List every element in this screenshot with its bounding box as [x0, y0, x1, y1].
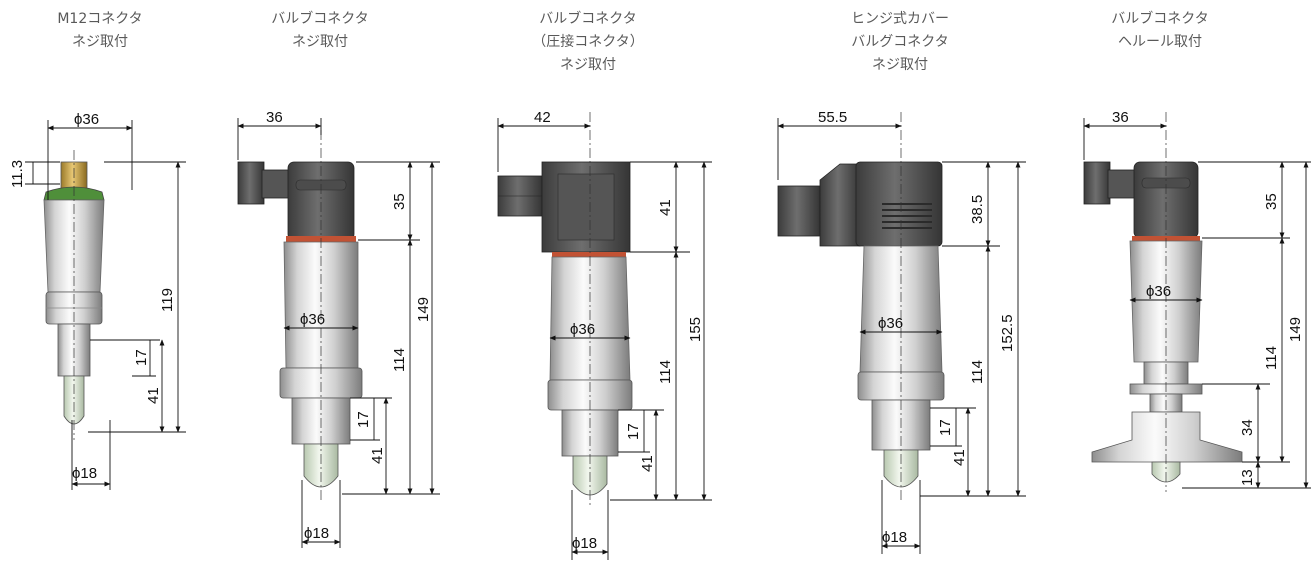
dim-body: 114 — [969, 360, 986, 384]
hinge-body — [819, 163, 861, 247]
dim-head: 41 — [657, 199, 674, 216]
sensor-ferrule — [1083, 112, 1243, 492]
caption-line: バルブコネクタ — [539, 11, 637, 27]
caption-line: バルブコネクタ — [271, 11, 369, 27]
caption-line: ネジ取付 — [72, 34, 128, 50]
dim-head: 38.5 — [969, 195, 986, 224]
dim-thread: 17 — [625, 423, 642, 440]
dim-flange: 34 — [1239, 419, 1256, 436]
caption-line: （圧接コネクタ） — [532, 34, 644, 50]
dim-total: 149 — [415, 297, 432, 322]
caption-line: バルグコネクタ — [851, 34, 949, 50]
cable-gland — [1083, 161, 1111, 205]
ferrule-flange — [1091, 411, 1243, 463]
caption-line: ヘルール取付 — [1118, 34, 1202, 50]
caption-ferrule: バルブコネクタ ヘルール取付 — [1080, 8, 1240, 54]
dim-tip: 13 — [1239, 469, 1256, 486]
dim-mid-dia: ϕ36 — [878, 315, 903, 332]
dim-width: 36 — [1112, 109, 1129, 126]
caption-line: ネジ取付 — [292, 34, 348, 50]
probe-tip — [63, 375, 85, 425]
dim-head: 35 — [1263, 193, 1280, 210]
caption-line: M12コネクタ — [57, 11, 143, 27]
dim-top-dia: ϕ36 — [74, 111, 99, 128]
caption-valve1: バルブコネクタ ネジ取付 — [240, 8, 400, 54]
dims-valve1 — [237, 118, 440, 548]
cable-gland — [237, 161, 265, 205]
dim-tip-dia: ϕ18 — [72, 465, 97, 482]
caption-line: ヒンジ式カバー — [851, 11, 949, 27]
dim-total: 155 — [687, 317, 704, 342]
dim-body: 114 — [657, 360, 674, 384]
dim-mid-dia: ϕ36 — [300, 311, 325, 328]
sensor-m12 — [43, 150, 105, 440]
dim-tip-dia: ϕ18 — [572, 535, 597, 552]
caption-line: バルブコネクタ — [1111, 11, 1209, 27]
dim-probe: 41 — [145, 387, 162, 404]
caption-line: ネジ取付 — [872, 57, 928, 73]
dim-probe: 41 — [951, 449, 968, 466]
dims-ferrule — [1083, 118, 1311, 489]
dim-total: 149 — [1287, 317, 1304, 342]
dim-body: 114 — [391, 348, 408, 372]
sensor-valve2 — [497, 112, 633, 505]
dim-probe: 41 — [639, 455, 656, 472]
vent-slots — [882, 203, 932, 229]
sensor-valve1 — [237, 130, 363, 500]
dim-width: 55.5 — [818, 109, 847, 126]
caption-line: ネジ取付 — [560, 57, 616, 73]
dim-connector-h: 11.3 — [9, 160, 26, 188]
dim-probe: 41 — [369, 447, 386, 464]
dim-total: 119 — [159, 288, 176, 312]
dim-mid-dia: ϕ36 — [1146, 283, 1171, 300]
dim-thread: 17 — [355, 411, 372, 428]
caption-m12: M12コネクタ ネジ取付 — [20, 8, 180, 54]
dim-total: 152.5 — [999, 314, 1016, 352]
dim-body: 114 — [1263, 346, 1280, 370]
probe-tip — [303, 443, 339, 488]
dim-thread: 17 — [937, 419, 954, 436]
dim-tip-dia: ϕ18 — [304, 525, 329, 542]
dim-width: 42 — [534, 109, 551, 126]
dims-m12 — [25, 120, 186, 490]
dim-thread: 17 — [133, 349, 150, 366]
dim-mid-dia: ϕ36 — [570, 321, 595, 338]
dim-tip-dia: ϕ18 — [882, 529, 907, 546]
sensor-hinge — [777, 112, 945, 500]
seal-ring — [552, 252, 626, 257]
dim-head: 35 — [391, 193, 408, 210]
caption-valve2: バルブコネクタ （圧接コネクタ） ネジ取付 — [508, 8, 668, 77]
dim-width: 36 — [266, 109, 283, 126]
dims-hinge — [777, 118, 1026, 554]
dims-valve2 — [497, 118, 712, 560]
cable-gland — [777, 185, 821, 237]
caption-hinge: ヒンジ式カバー バルグコネクタ ネジ取付 — [820, 8, 980, 77]
